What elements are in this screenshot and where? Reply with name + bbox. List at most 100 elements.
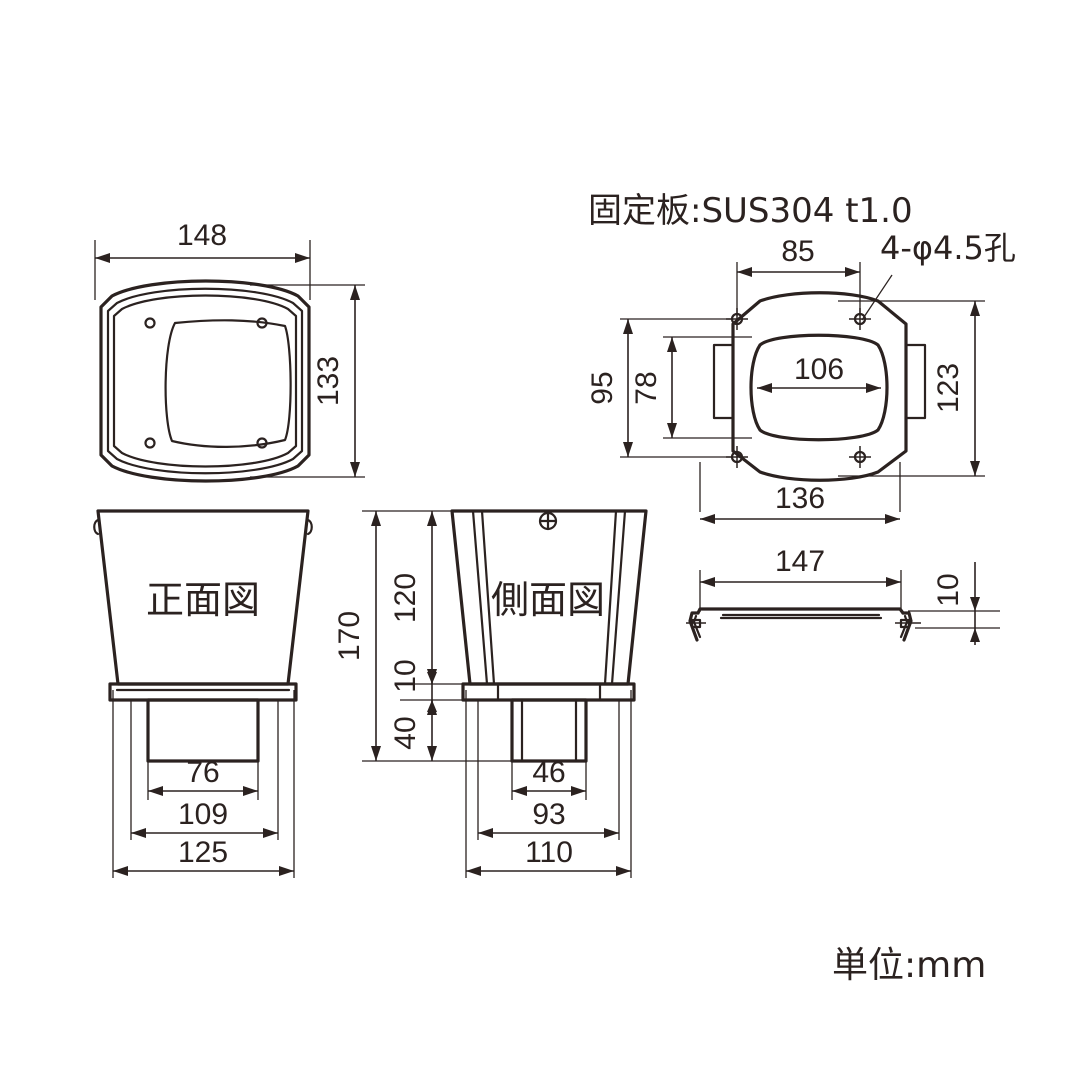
- cover-rim-contour-1: [106, 287, 304, 475]
- dim-label-123: 123: [932, 363, 965, 413]
- fixing-plate-material-note: 固定板:SUS304 t1.0: [588, 191, 913, 231]
- fixing-plate-tab-right: [904, 343, 927, 420]
- arrow-125-left: [113, 866, 128, 876]
- arrow-93-left: [478, 828, 493, 838]
- dim-label-40: 40: [389, 716, 422, 749]
- plate-section-hook-left: [688, 611, 700, 642]
- arrow-110-left: [466, 866, 481, 876]
- fixing-plate-aperture: [749, 333, 889, 442]
- dim-label-85: 85: [781, 235, 814, 268]
- fixing-plate-tab-left: [712, 343, 735, 420]
- arrow-76-right: [243, 786, 258, 796]
- dim-label-93: 93: [532, 798, 565, 831]
- arrow-133-top: [350, 285, 360, 300]
- dim-label-136: 136: [775, 482, 825, 515]
- hole-note-label: 4-φ4.5孔: [880, 229, 1016, 267]
- arrow-10-plate-bottom: [970, 628, 980, 642]
- front-view-label: 正面図: [146, 578, 260, 622]
- arrow-95-top: [623, 319, 633, 334]
- arrow-147-left: [700, 577, 715, 587]
- dim-label-120: 120: [389, 573, 422, 623]
- side-fold-left-inner: [480, 509, 496, 686]
- side-fold-right-outer: [610, 509, 627, 686]
- arrow-109-left: [131, 828, 146, 838]
- front-ear-right: [306, 518, 313, 536]
- arrow-40-top: [427, 700, 437, 715]
- fixing-plate-contour: [731, 291, 908, 482]
- arrow-46-right: [571, 786, 586, 796]
- cover-hole-tl: [144, 317, 156, 329]
- arrow-123-top: [970, 301, 980, 316]
- plate-section-hook-right-inner: [899, 614, 909, 639]
- arrow-136-right: [885, 514, 900, 524]
- view-side-elevation: 側面図 170 120 10 40 46: [333, 509, 648, 878]
- arrow-95-bottom: [623, 442, 633, 457]
- dim-label-78: 78: [630, 371, 663, 404]
- dim-label-170: 170: [333, 611, 366, 661]
- plate-section-rivet-right: [895, 618, 921, 629]
- arrow-110-right: [616, 866, 631, 876]
- arrow-10-top: [427, 672, 437, 684]
- view-cover-plate-front: 148 133: [94, 219, 365, 483]
- cover-hole-tr: [256, 317, 268, 329]
- arrow-170-top: [371, 511, 381, 526]
- arrow-93-right: [604, 828, 619, 838]
- arrow-133-bottom: [350, 462, 360, 477]
- plate-section-hook-right: [901, 611, 913, 642]
- arrow-40-bottom: [427, 746, 437, 761]
- dim-label-46: 46: [532, 756, 565, 789]
- arrow-106-left: [757, 383, 772, 393]
- dim-label-110: 110: [525, 836, 573, 869]
- arrow-148-right: [295, 253, 310, 263]
- plate-section-hook-left-inner: [692, 614, 702, 639]
- front-ear-left: [93, 518, 100, 536]
- unit-note: 単位:mm: [832, 945, 986, 986]
- fixing-plate-hole-br: [849, 446, 871, 468]
- arrow-170-bottom: [371, 746, 381, 761]
- cover-hole-bl: [144, 437, 156, 449]
- cover-hole-br: [256, 437, 268, 449]
- arrow-136-left: [700, 514, 715, 524]
- arrow-106-right: [866, 383, 881, 393]
- dim-label-10-plate: 10: [932, 573, 965, 606]
- dim-label-125: 125: [178, 836, 228, 869]
- dim-label-148: 148: [177, 219, 227, 252]
- dim-label-76: 76: [186, 756, 219, 789]
- arrow-85-right: [845, 267, 860, 277]
- view-plate-section: 147 10: [686, 545, 1000, 645]
- side-fold-right-inner: [603, 509, 618, 686]
- arrow-78-top: [667, 337, 677, 352]
- hole-note-leader: [861, 274, 893, 321]
- arrow-85-left: [737, 267, 752, 277]
- arrow-123-bottom: [970, 461, 980, 476]
- side-base-flange: [461, 682, 636, 702]
- cover-aperture: [164, 319, 292, 448]
- arrow-10-plate-top: [970, 597, 980, 611]
- cover-outer-contour: [99, 279, 311, 483]
- arrow-46-left: [512, 786, 527, 796]
- plate-section-rivet-left: [686, 618, 706, 629]
- front-base-block: [146, 698, 260, 763]
- arrow-109-right: [263, 828, 278, 838]
- dim-label-147: 147: [775, 545, 825, 578]
- arrow-125-right: [279, 866, 294, 876]
- front-base-flange: [108, 682, 298, 702]
- cover-rim-contour-2: [112, 294, 298, 468]
- dim-label-133: 133: [312, 356, 345, 406]
- plate-section-profile: [696, 607, 905, 615]
- dim-label-95: 95: [586, 371, 619, 404]
- side-screw-icon: [538, 511, 558, 531]
- arrow-76-left: [148, 786, 163, 796]
- view-fixing-plate: 固定板:SUS304 t1.0: [586, 191, 1016, 524]
- dim-label-106: 106: [794, 353, 844, 386]
- side-view-label: 側面図: [491, 578, 605, 622]
- arrow-78-bottom: [667, 423, 677, 438]
- side-fold-left-outer: [471, 509, 489, 686]
- arrow-147-right: [886, 577, 901, 587]
- view-front-elevation: 正面図 76 109 125: [93, 509, 313, 878]
- arrow-148-left: [95, 253, 110, 263]
- dim-label-10-side: 10: [389, 659, 422, 692]
- arrow-120-top: [427, 511, 437, 526]
